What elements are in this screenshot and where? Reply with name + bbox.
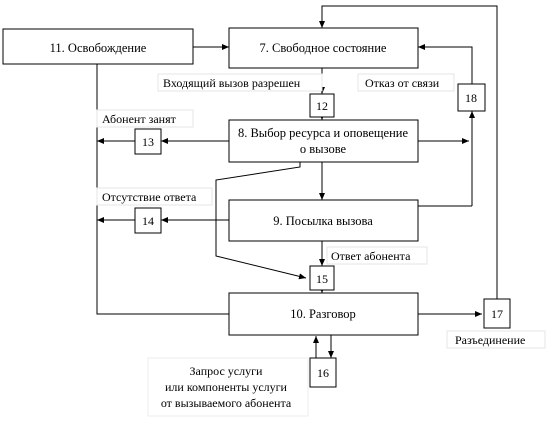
- state-8: 8. Выбор ресурса и оповещение о вызове: [228, 119, 419, 163]
- point-12: 12: [309, 93, 335, 118]
- point-15-box: [309, 265, 335, 291]
- line-17-up-to-7: [319, 5, 498, 299]
- point-18-box: [457, 83, 486, 112]
- state-7: 7. Свободное состояние: [228, 27, 419, 69]
- state-9-box: [228, 199, 419, 242]
- state-8-label-line2: о вызове: [300, 142, 347, 156]
- point-13-number: 13: [142, 135, 154, 149]
- arrow-8-bypass-to-15: [215, 162, 307, 280]
- state-7-label: 7. Свободное состояние: [260, 41, 387, 55]
- state-11-box: [2, 28, 194, 65]
- svg-text:Отсутствие ответа: Отсутствие ответа: [102, 190, 197, 204]
- state-10: 10. Разговор: [228, 292, 419, 336]
- svg-text:Ответ абонента: Ответ абонента: [331, 249, 411, 263]
- point-14-number: 14: [142, 214, 154, 228]
- svg-text:Абонент занят: Абонент занят: [102, 112, 177, 126]
- state-7-box: [228, 27, 419, 69]
- point-15: 15: [309, 265, 335, 291]
- point-13: 13: [134, 128, 162, 155]
- label-subscriber-busy: Абонент занят: [96, 109, 194, 128]
- state-11-label: 11. Освобождение: [50, 41, 147, 55]
- label-disconnect: Разъединение: [446, 330, 546, 349]
- state-8-label-line1: 8. Выбор ресурса и оповещение: [238, 126, 409, 140]
- label-service-request: Запрос услуги или компоненты услуги от в…: [147, 357, 309, 417]
- line-11-down-to-10: [96, 64, 229, 315]
- svg-text:Входящий вызов разрешен: Входящий вызов разрешен: [163, 76, 301, 90]
- svg-text:Отказ от связи: Отказ от связи: [365, 76, 440, 90]
- svg-text:или компоненты услуги: или компоненты услуги: [165, 380, 288, 394]
- svg-text:Разъединение: Разъединение: [455, 333, 525, 347]
- point-16-box: [309, 357, 337, 388]
- point-15-number: 15: [316, 272, 328, 286]
- point-17-box: [483, 298, 511, 329]
- label-incoming-call-allowed: Входящий вызов разрешен: [157, 73, 323, 92]
- point-16: 16: [309, 357, 337, 388]
- label-no-answer: Отсутствие ответа: [96, 187, 213, 206]
- state-11: 11. Освобождение: [2, 28, 194, 65]
- state-8-box: [228, 119, 419, 163]
- connectors: [96, 5, 498, 358]
- svg-text:от вызываемого абонента: от вызываемого абонента: [161, 396, 292, 410]
- point-14-box: [134, 207, 162, 234]
- point-18: 18: [457, 83, 486, 112]
- point-17: 17: [483, 298, 511, 329]
- point-16-number: 16: [317, 366, 329, 380]
- point-12-box: [309, 93, 335, 118]
- svg-text:Запрос услуги: Запрос услуги: [190, 364, 263, 378]
- point-14: 14: [134, 207, 162, 234]
- point-18-number: 18: [465, 91, 477, 105]
- label-subscriber-answer: Ответ абонента: [326, 246, 428, 265]
- state-10-box: [228, 292, 419, 336]
- arrow-18-to-7: [418, 44, 473, 84]
- state-10-label: 10. Разговор: [290, 307, 356, 321]
- state-9: 9. Посылка вызова: [228, 199, 419, 242]
- label-refusal: Отказ от связи: [357, 73, 455, 92]
- point-12-number: 12: [316, 99, 328, 113]
- state-9-label: 9. Посылка вызова: [273, 214, 373, 228]
- point-13-box: [134, 128, 162, 155]
- point-17-number: 17: [491, 307, 503, 321]
